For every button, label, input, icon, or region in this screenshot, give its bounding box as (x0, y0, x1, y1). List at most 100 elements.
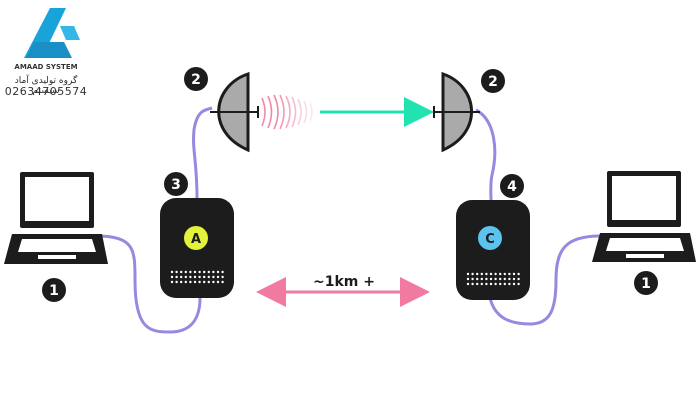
vent-dot (198, 280, 201, 284)
router-a-label: A (191, 232, 201, 247)
vent-dot (175, 275, 178, 279)
logo-triangle-mark-2 (26, 42, 72, 58)
vent-dot (517, 272, 520, 276)
distance-label: ~1km + (313, 274, 375, 290)
laptop-left-icon (4, 172, 108, 264)
vent-dot (203, 270, 206, 274)
vent-dot (184, 275, 187, 279)
badge-laptop-right: 1 (634, 271, 658, 295)
vent-dot (175, 280, 178, 284)
vent-dot (512, 282, 516, 286)
logo-subtitle: گروه تولیدی آماد سیستم (14, 76, 78, 96)
vent-dot (508, 272, 511, 276)
cable-router-c-to-laptop-right (488, 234, 601, 326)
cable-dish-right-to-router-c (475, 108, 497, 201)
vent-dot (471, 282, 474, 286)
svg-text:1: 1 (49, 283, 59, 299)
vent-dot (170, 280, 174, 284)
router-a-vents (170, 270, 224, 284)
vent-dot (503, 272, 506, 276)
vent-dot (480, 277, 483, 281)
router-c-icon: C (456, 200, 530, 300)
vent-dot (499, 272, 502, 276)
signal-waves (261, 94, 313, 130)
vent-dot (207, 275, 210, 279)
vent-dot (508, 282, 511, 286)
vent-dot (221, 275, 224, 279)
badge-laptop-left: 1 (42, 278, 66, 302)
vent-dot (517, 277, 520, 281)
dish-left-icon (210, 71, 259, 153)
logo-phone: 02634705574 (4, 85, 88, 98)
dish-right-icon (433, 71, 480, 153)
vent-dot (499, 277, 502, 281)
vent-dot (494, 282, 497, 286)
vent-dot (494, 277, 497, 281)
vent-dot (193, 270, 197, 274)
vent-dot (180, 275, 183, 279)
vent-dot (476, 282, 479, 286)
svg-text:3: 3 (171, 177, 181, 193)
cable-router-a-to-dish-left (192, 106, 213, 199)
vent-dot (170, 270, 174, 274)
laptop-right-icon (592, 171, 696, 262)
vent-dot (471, 272, 474, 276)
vent-dot (216, 280, 220, 284)
vent-dot (489, 282, 493, 286)
vent-dot (216, 275, 220, 279)
vent-dot (212, 275, 215, 279)
vent-dot (480, 272, 483, 276)
vent-dot (198, 270, 201, 274)
vent-dot (485, 277, 488, 281)
logo-triangle-mark-3 (60, 26, 80, 40)
badge-router-c: 4 (500, 174, 524, 198)
vent-dot (489, 277, 493, 281)
vent-dot (466, 282, 470, 286)
router-c-label: C (485, 232, 495, 247)
vent-dot (212, 280, 215, 284)
vent-dot (466, 272, 470, 276)
vent-dot (503, 277, 506, 281)
vent-dot (184, 280, 187, 284)
vent-dot (466, 277, 470, 281)
router-a-icon: A (160, 198, 234, 298)
vent-dot (189, 280, 192, 284)
vent-dot (489, 272, 493, 276)
vent-dot (221, 270, 224, 274)
badge-router-a: 3 (164, 172, 188, 196)
vent-dot (212, 270, 215, 274)
vent-dot (499, 282, 502, 286)
router-c-vents (466, 272, 520, 286)
cables (95, 106, 601, 334)
vent-dot (485, 282, 488, 286)
vent-dot (512, 277, 516, 281)
vent-dot (207, 270, 210, 274)
svg-text:1: 1 (641, 276, 651, 292)
vent-dot (476, 272, 479, 276)
vent-dot (203, 275, 206, 279)
vent-dot (216, 270, 220, 274)
vent-dot (508, 277, 511, 281)
vent-dot (221, 280, 224, 284)
vent-dot (494, 272, 497, 276)
vent-dot (184, 270, 187, 274)
vent-dot (170, 275, 174, 279)
vent-dot (175, 270, 178, 274)
svg-text:2: 2 (191, 72, 201, 88)
badge-dish-left: 2 (184, 67, 208, 91)
cable-laptop-left-to-router-a (95, 234, 202, 334)
logo-brand-text: AMAAD SYSTEM (14, 63, 77, 71)
vent-dot (198, 275, 201, 279)
vent-dot (189, 275, 192, 279)
vent-dot (480, 282, 483, 286)
vent-dot (517, 282, 520, 286)
vent-dot (471, 277, 474, 281)
vent-dot (485, 272, 488, 276)
vent-dot (189, 270, 192, 274)
badge-dish-right: 2 (481, 69, 505, 93)
vent-dot (193, 280, 197, 284)
svg-text:4: 4 (507, 179, 517, 195)
vent-dot (207, 280, 210, 284)
